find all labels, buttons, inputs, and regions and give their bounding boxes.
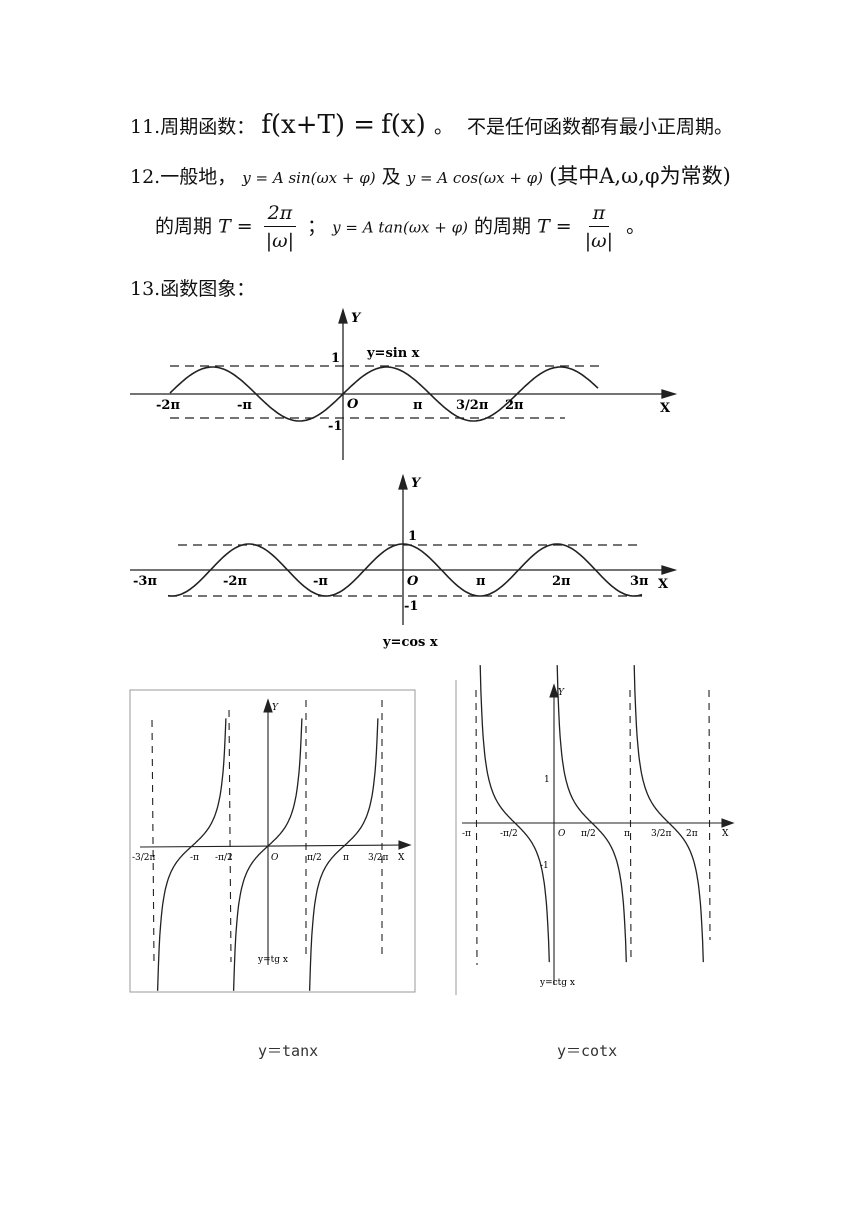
cos-tick-3pi: 3π	[630, 574, 649, 589]
line-12-and: 及	[381, 166, 401, 188]
tan-x-arrow	[398, 840, 412, 850]
line-13-text: 13.函数图象：	[130, 278, 256, 300]
period-t-2: T =	[537, 215, 572, 238]
tan-func-label: y=tg x	[257, 955, 288, 965]
cot-x-label: X	[722, 829, 729, 839]
cos-tick-neg3pi: -3π	[133, 574, 157, 589]
line-12-prefix: 12.一般地，	[130, 166, 237, 188]
cot-func-label: y=ctg x	[539, 978, 575, 988]
tan-asymptote-1	[151, 719, 155, 963]
cot-y-tick-1: 1	[544, 775, 550, 785]
cos-func-label: y=cos x	[382, 635, 438, 650]
cot-y-tick-neg1: -1	[540, 861, 549, 871]
formula-acos: y = A cos(ωx + φ)	[406, 169, 544, 187]
tan-tick-neg3halfpi: -3/2π	[132, 853, 156, 863]
cos-y-arrow	[398, 473, 408, 490]
cot-tick-2pi: 2π	[686, 829, 698, 839]
cot-y-arrow	[549, 683, 559, 698]
tan-x-axis	[139, 844, 411, 848]
formula-asin: y = A sin(ωx + φ)	[242, 169, 376, 187]
cot-x-arrow	[721, 818, 735, 828]
tan-tick-neghalfpi: -π/2	[215, 853, 233, 863]
line-11: 11.周期函数： f(x+T) = f(x) 。 不是任何函数都有最小正周期。	[130, 110, 733, 140]
sin-y-tick-neg1: -1	[328, 419, 342, 434]
cot-tick-halfpi: π/2	[581, 829, 596, 839]
tan-tick-3halfpi: 3/2π	[368, 853, 388, 863]
cos-y-label: Y	[411, 476, 422, 491]
cos-x-label: X	[658, 577, 669, 592]
cos-origin: O	[407, 574, 419, 589]
cot-y-label: Y	[558, 688, 565, 698]
line-12: 12.一般地， y = A sin(ωx + φ) 及 y = A cos(ωx…	[130, 160, 731, 190]
caption-cot: y＝cotx	[557, 1042, 618, 1060]
sin-x-arrow	[661, 389, 678, 399]
cot-tick-negpi: -π	[462, 829, 471, 839]
cot-tick-neghalfpi: -π/2	[500, 829, 518, 839]
formula-atan: y = A tan(ωx + φ)	[332, 218, 468, 237]
equals-sign: =	[353, 110, 376, 140]
tan-tick-halfpi: π/2	[307, 853, 322, 863]
tan-asymptote-2	[228, 709, 232, 963]
sin-x-label: X	[660, 401, 671, 416]
sin-origin: O	[347, 397, 359, 412]
sin-y-arrow	[338, 307, 348, 324]
sin-tick-pi: π	[413, 398, 423, 413]
tan-branch-1	[156, 718, 227, 991]
tan-tick-pi: π	[343, 853, 349, 863]
cot-tick-pi: π	[624, 829, 630, 839]
line-11-period: 。	[433, 116, 453, 138]
cot-tick-3halfpi: 3/2π	[651, 829, 671, 839]
cos-y-tick-neg1: -1	[404, 599, 418, 614]
line-12b-period: 。	[626, 215, 646, 238]
line-13: 13.函数图象：	[130, 274, 255, 301]
sin-tick-neg2pi: -2π	[156, 398, 180, 413]
line-11-prefix: 11.周期函数：	[130, 116, 256, 138]
tan-x-label: X	[398, 853, 405, 863]
sin-curve	[169, 366, 599, 422]
period-label-2: 的周期	[474, 215, 532, 238]
sin-tick-3halfpi: 3/2π	[456, 398, 489, 413]
cos-tick-pi: π	[476, 574, 486, 589]
fraction-pi-omega: π |ω|	[584, 202, 614, 252]
cos-tick-2pi: 2π	[552, 574, 571, 589]
tan-branch-2	[232, 718, 303, 991]
tan-y-label: Y	[272, 703, 279, 713]
tan-branch-3	[308, 718, 379, 991]
cot-branch-2	[556, 665, 627, 963]
tan-y-arrow	[263, 698, 273, 713]
cot-branch-3	[633, 665, 704, 963]
cot-asymptote-3	[708, 689, 711, 941]
cos-y-tick-1: 1	[408, 529, 417, 544]
cot-asymptote-1	[475, 689, 478, 966]
tan-tick-negpi: -π	[190, 853, 199, 863]
line-12-note: (其中A,ω,φ为常数)	[549, 164, 731, 188]
sin-y-label: Y	[351, 311, 362, 326]
line-12b: 的周期 T = 2π |ω| ； y = A tan(ωx + φ) 的周期 T…	[155, 200, 645, 255]
line-11-note: 不是任何函数都有最小正周期。	[467, 116, 734, 138]
period-label-1: 的周期	[155, 215, 213, 238]
cos-tick-negpi: -π	[313, 574, 328, 589]
sin-y-tick-1: 1	[331, 351, 340, 366]
formula-f-left: f(x+T)	[261, 110, 354, 140]
cot-branch-1	[479, 665, 550, 963]
cos-tick-neg2pi: -2π	[223, 574, 247, 589]
sin-tick-negpi: -π	[237, 398, 252, 413]
cos-x-arrow	[661, 565, 678, 575]
fraction-2pi-omega: 2π |ω|	[262, 200, 298, 255]
sin-tick-2pi: 2π	[505, 398, 524, 413]
sin-func-label: y=sin x	[366, 346, 420, 361]
separator: ；	[307, 215, 327, 238]
cot-origin: O	[558, 829, 566, 839]
period-t-1: T =	[218, 215, 253, 238]
caption-tan: y＝tanx	[258, 1042, 319, 1060]
tan-origin: O	[271, 853, 279, 863]
tan-frame	[129, 689, 416, 993]
formula-f-right: f(x)	[381, 110, 434, 140]
cot-asymptote-2	[629, 689, 632, 961]
cos-curve	[167, 543, 643, 597]
